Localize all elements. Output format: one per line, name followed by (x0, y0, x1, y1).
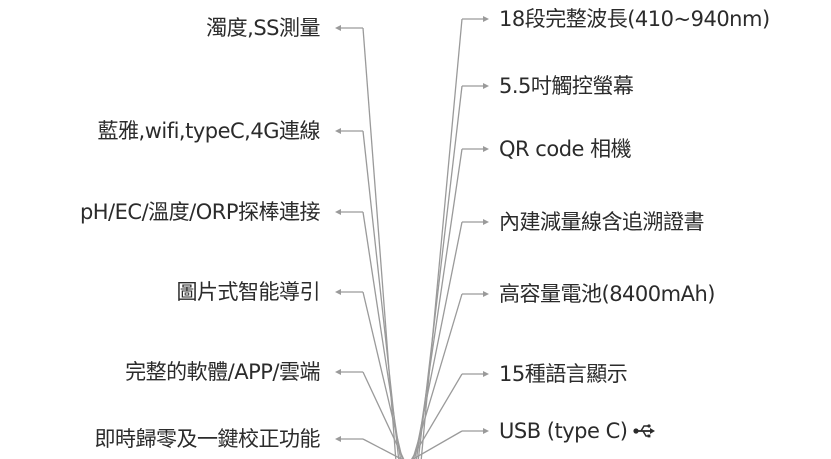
left-connector-diagonal (362, 371, 405, 459)
right-connector-diagonal (411, 373, 463, 459)
right-feature-label: 18段完整波長(410~940nm) (499, 7, 770, 31)
left-feature-label: 即時歸零及一鍵校正功能 (94, 427, 321, 451)
connector-arrowhead (483, 291, 489, 297)
connector-arrowhead (483, 371, 489, 377)
right-connector-diagonal (420, 18, 463, 459)
left-connector-diagonal (362, 211, 402, 459)
connector-arrowhead (335, 25, 341, 31)
right-connector-diagonal (413, 221, 463, 459)
left-feature-label: 藍雅,wifi,typeC,4G連線 (97, 119, 321, 143)
usb-icon (633, 419, 656, 445)
connector-arrowhead (335, 436, 341, 442)
right-connector-diagonal (411, 430, 463, 459)
connector-arrowhead (483, 428, 489, 434)
right-feature-label: 15種語言顯示 (499, 362, 628, 386)
right-connector-diagonal (415, 148, 463, 459)
right-feature-label: 5.5吋觸控螢幕 (499, 74, 634, 98)
left-feature-label: 完整的軟體/APP/雲端 (125, 360, 320, 384)
connector-arrowhead (483, 219, 489, 225)
connector-arrowhead (483, 16, 489, 22)
connector-arrowhead (335, 209, 341, 215)
right-connector-diagonal (412, 293, 463, 459)
connector-arrowhead (335, 369, 341, 375)
connector-arrowhead (483, 83, 489, 89)
connector-arrowhead (335, 289, 341, 295)
right-feature-label: 內建減量線含追溯證書 (499, 210, 705, 234)
left-feature-label: 濁度,SS測量 (206, 16, 320, 40)
right-feature-label: 高容量電池(8400mAh) (499, 282, 715, 306)
connector-arrowhead (483, 146, 489, 152)
left-connector-diagonal (362, 291, 403, 459)
right-feature-label: QR code 相機 (499, 137, 632, 161)
connector-arrowhead (335, 128, 341, 134)
right-feature-label: USB (type C) (499, 419, 628, 443)
left-connector-diagonal (362, 438, 403, 459)
right-feature-usb: USB (type C) (499, 418, 656, 445)
left-feature-label: pH/EC/溫度/ORP探棒連接 (79, 200, 321, 224)
left-feature-label: 圖片式智能導引 (176, 280, 321, 304)
